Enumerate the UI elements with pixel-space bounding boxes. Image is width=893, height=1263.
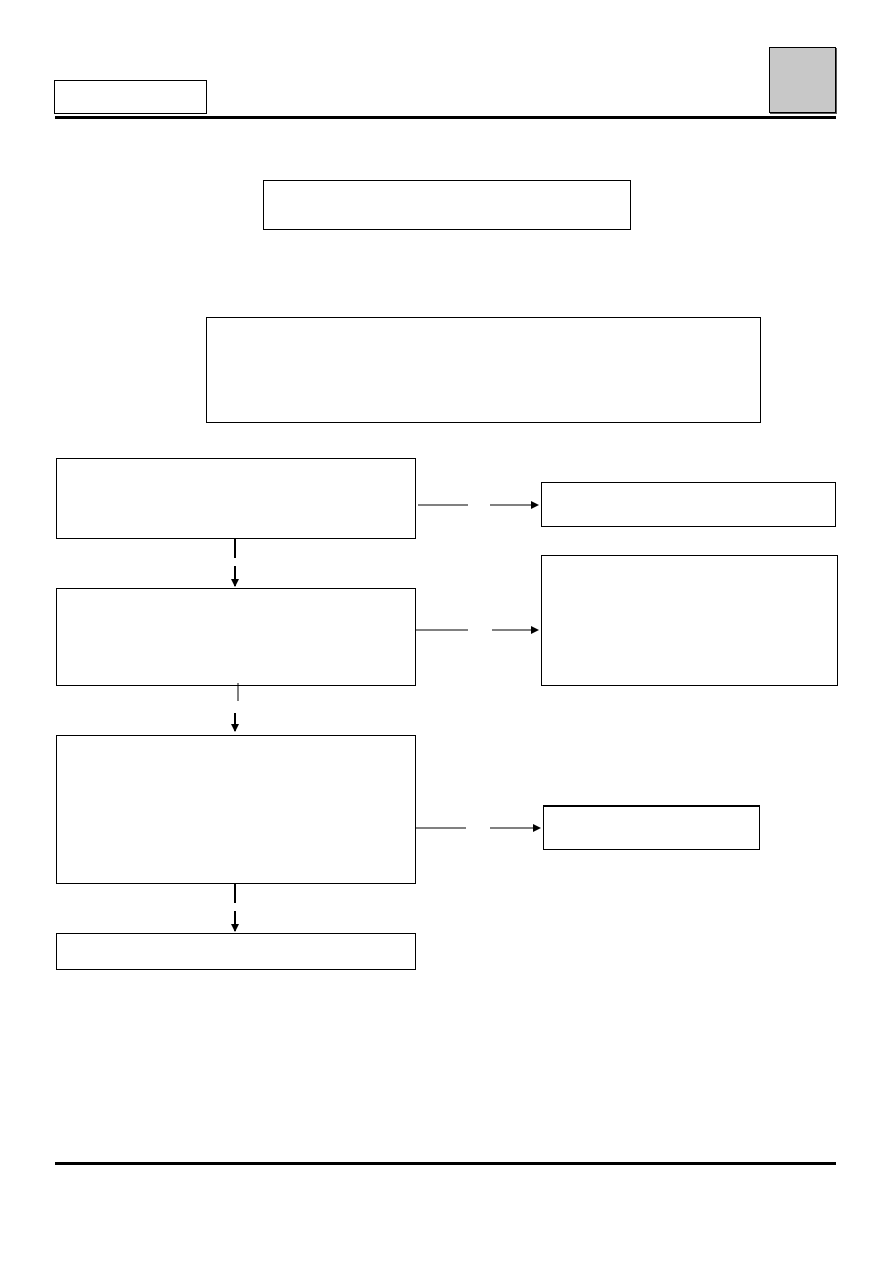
footer-rule [55,1162,836,1165]
step-box-3 [56,735,416,884]
outcome-box-2 [541,555,838,686]
header-rule [55,116,836,119]
tab-marker [769,47,836,113]
outcome-box-1 [541,482,836,527]
step-box-1 [56,458,416,539]
down-arrow-2 [231,683,239,732]
step-box-2 [56,588,416,686]
step-box-4 [56,933,416,970]
intro-box [206,317,761,423]
section-label-box [54,80,207,114]
outcome-box-3 [543,805,760,850]
diagram-title-box [263,180,631,230]
